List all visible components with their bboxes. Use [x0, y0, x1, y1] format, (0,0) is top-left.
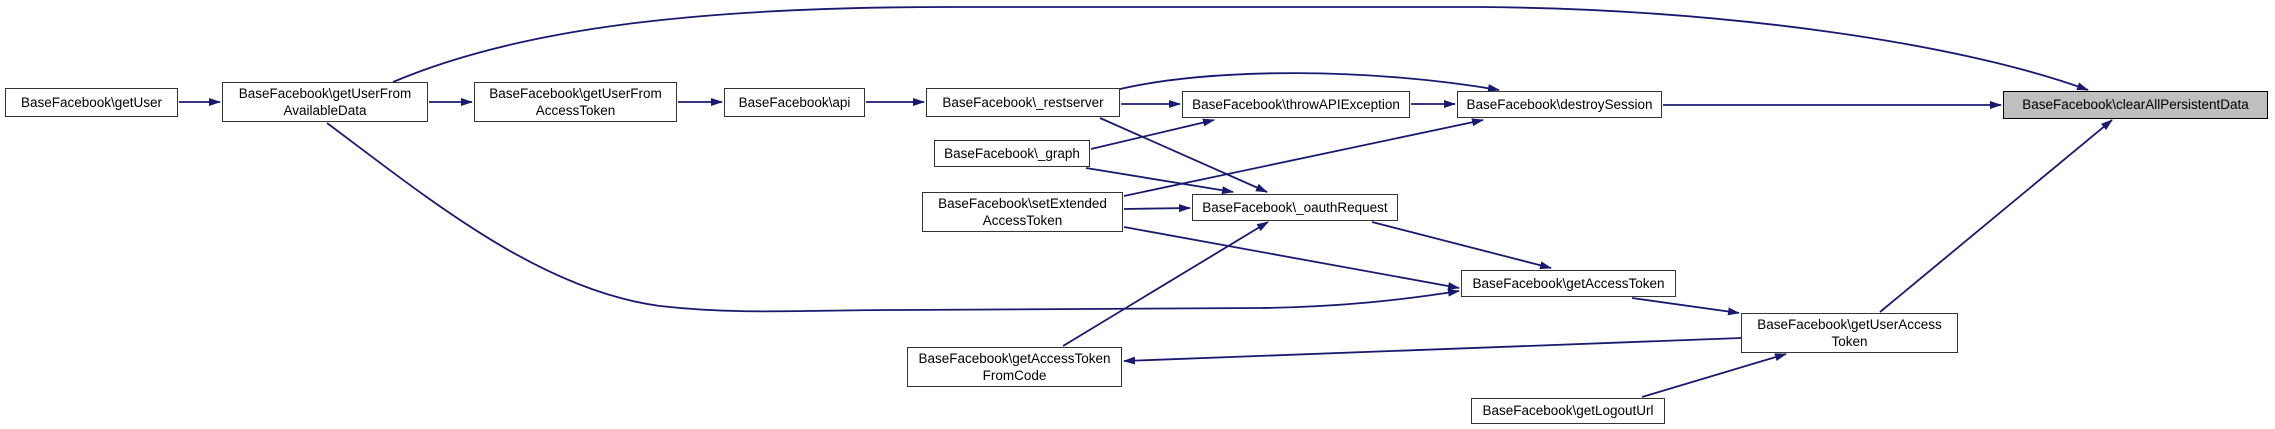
- node-destroySession[interactable]: BaseFacebook\destroySession: [1457, 91, 1662, 118]
- node-graph[interactable]: BaseFacebook\_graph: [934, 140, 1090, 167]
- edge-graph-to-oauthRequest: [1085, 167, 1234, 195]
- edge-restserver-to-destroySession: [1115, 72, 1500, 93]
- edge-getUserFromAvailableData-to-clearAllPersistentData: [392, 6, 2089, 91]
- edge-getLogoutUrl-to-getUserAccessToken: [1641, 353, 1787, 398]
- node-getUserFromAvailableData[interactable]: BaseFacebook\getUserFrom AvailableData: [222, 82, 428, 122]
- edge-getUserAccessToken-to-clearAllPersistentData: [1879, 119, 2113, 313]
- node-getUserAccessToken[interactable]: BaseFacebook\getUserAccess Token: [1741, 313, 1958, 353]
- node-clearAllPersistentData[interactable]: BaseFacebook\clearAllPersistentData: [2003, 91, 2268, 119]
- edge-graph-to-throwAPIException: [1090, 118, 1215, 150]
- node-getUser[interactable]: BaseFacebook\getUser: [5, 88, 178, 117]
- node-restserver[interactable]: BaseFacebook\_restserver: [926, 88, 1120, 117]
- node-oauthRequest[interactable]: BaseFacebook\_oauthRequest: [1192, 194, 1398, 221]
- node-getAccessToken[interactable]: BaseFacebook\getAccessToken: [1461, 270, 1676, 297]
- node-setExtendedAccessToken[interactable]: BaseFacebook\setExtended AccessToken: [922, 192, 1123, 232]
- node-getUserFromAccessToken[interactable]: BaseFacebook\getUserFrom AccessToken: [474, 82, 677, 122]
- node-getAccessTokenFromCode[interactable]: BaseFacebook\getAccessToken FromCode: [907, 347, 1122, 387]
- node-throwAPIException[interactable]: BaseFacebook\throwAPIException: [1182, 91, 1410, 118]
- edge-oauthRequest-to-getAccessToken: [1371, 221, 1552, 270]
- node-api[interactable]: BaseFacebook\api: [724, 88, 865, 117]
- edge-getAccessToken-to-getUserAccessToken: [1631, 297, 1740, 316]
- edge-restserver-to-oauthRequest: [1099, 117, 1268, 193]
- edge-setExtendedAccessToken-to-destroySession: [1123, 118, 1484, 197]
- edge-getAccessTokenFromCode-to-oauthRequest: [1062, 221, 1269, 347]
- edge-setExtendedAccessToken-to-getAccessToken: [1123, 226, 1460, 290]
- edge-getUserFromAvailableData-to-getAccessToken: [326, 122, 1460, 313]
- edge-setExtendedAccessToken-to-oauthRequest: [1123, 204, 1191, 213]
- edge-getUserAccessToken-to-getAccessTokenFromCode: [1123, 337, 1742, 365]
- node-getLogoutUrl[interactable]: BaseFacebook\getLogoutUrl: [1471, 398, 1665, 424]
